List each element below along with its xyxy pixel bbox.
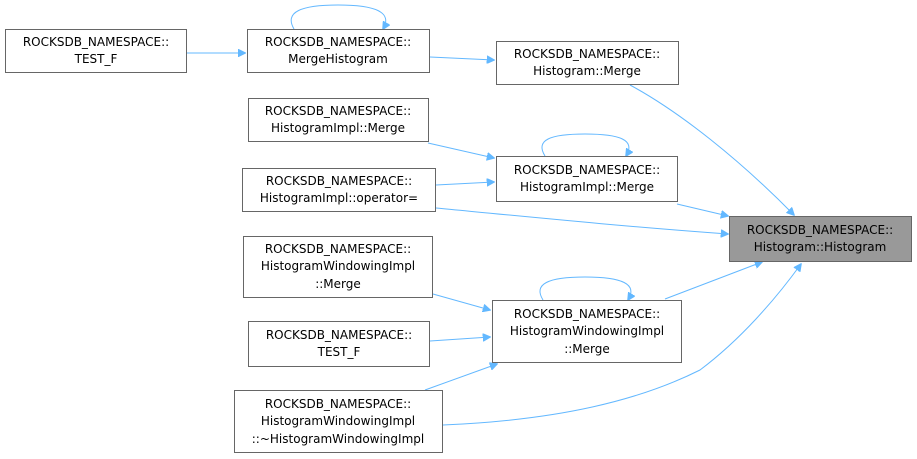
edge-testf2-to-histwinmerge — [429, 337, 490, 342]
edge-mergehistogram-to-histogrammerge — [429, 57, 494, 60]
svg-text:ROCKSDB_NAMESPACE::: ROCKSDB_NAMESPACE:: — [266, 328, 412, 342]
edge-histwindestructor-to-histwinmerge — [424, 364, 497, 391]
node-test-f-1[interactable]: ROCKSDB_NAMESPACE:: TEST_F — [5, 29, 187, 73]
edge-histwinmergeleft-to-histwinmerge — [432, 293, 490, 310]
edge-histimplmerge-to-target — [676, 203, 728, 216]
edge-mergehistogram-self — [290, 4, 386, 29]
edge-histimplmergeleft-to-histimplmerge — [427, 142, 494, 158]
node-histogramwindowingimpl-destructor[interactable]: ROCKSDB_NAMESPACE:: HistogramWindowingIm… — [234, 390, 443, 453]
edges — [186, 4, 801, 426]
node-histogramimpl-operator-eq[interactable]: ROCKSDB_NAMESPACE:: HistogramImpl::opera… — [242, 168, 436, 212]
edge-histogrammerge-to-target — [629, 84, 794, 215]
svg-text:Histogram::Histogram: Histogram::Histogram — [754, 240, 887, 254]
svg-text:MergeHistogram: MergeHistogram — [288, 52, 388, 66]
edge-histwinmerge-to-target — [664, 262, 762, 300]
edge-histimplmerge-self — [541, 133, 629, 156]
svg-text:HistogramImpl::Merge: HistogramImpl::Merge — [520, 180, 654, 194]
svg-text:ROCKSDB_NAMESPACE::: ROCKSDB_NAMESPACE:: — [514, 307, 660, 321]
node-test-f-2[interactable]: ROCKSDB_NAMESPACE:: TEST_F — [248, 321, 430, 367]
svg-text:HistogramWindowingImpl: HistogramWindowingImpl — [261, 259, 415, 273]
node-histogramimpl-merge-left[interactable]: ROCKSDB_NAMESPACE:: HistogramImpl::Merge — [248, 98, 429, 142]
svg-text:ROCKSDB_NAMESPACE::: ROCKSDB_NAMESPACE:: — [23, 35, 169, 49]
edge-histwinmerge-self — [539, 276, 631, 300]
node-histogram-histogram-target[interactable]: ROCKSDB_NAMESPACE:: Histogram::Histogram — [729, 216, 912, 262]
edge-histwindestructor-to-target — [442, 264, 801, 426]
svg-text:::Merge: ::Merge — [315, 277, 361, 291]
svg-text:TEST_F: TEST_F — [317, 345, 361, 359]
svg-text:HistogramImpl::Merge: HistogramImpl::Merge — [271, 121, 405, 135]
node-merge-histogram[interactable]: ROCKSDB_NAMESPACE:: MergeHistogram — [247, 29, 430, 73]
svg-text:TEST_F: TEST_F — [74, 52, 118, 66]
node-histogramwindowingimpl-merge[interactable]: ROCKSDB_NAMESPACE:: HistogramWindowingIm… — [492, 300, 682, 363]
node-histogram-merge[interactable]: ROCKSDB_NAMESPACE:: Histogram::Merge — [496, 41, 679, 85]
svg-text:Histogram::Merge: Histogram::Merge — [533, 64, 641, 78]
svg-text:HistogramImpl::operator=: HistogramImpl::operator= — [260, 191, 418, 205]
svg-text:ROCKSDB_NAMESPACE::: ROCKSDB_NAMESPACE:: — [514, 47, 660, 61]
svg-text:ROCKSDB_NAMESPACE::: ROCKSDB_NAMESPACE:: — [266, 174, 412, 188]
node-histogramimpl-merge[interactable]: ROCKSDB_NAMESPACE:: HistogramImpl::Merge — [496, 156, 678, 202]
edge-histimploperator-to-histimplmerge — [435, 182, 494, 185]
svg-text:HistogramWindowingImpl: HistogramWindowingImpl — [261, 414, 415, 428]
svg-text:HistogramWindowingImpl: HistogramWindowingImpl — [510, 324, 664, 338]
svg-text:ROCKSDB_NAMESPACE::: ROCKSDB_NAMESPACE:: — [747, 223, 893, 237]
svg-text:ROCKSDB_NAMESPACE::: ROCKSDB_NAMESPACE:: — [265, 397, 411, 411]
node-histogramwindowingimpl-merge-left[interactable]: ROCKSDB_NAMESPACE:: HistogramWindowingIm… — [243, 236, 433, 298]
svg-text:::Merge: ::Merge — [564, 342, 610, 356]
svg-text:ROCKSDB_NAMESPACE::: ROCKSDB_NAMESPACE:: — [265, 104, 411, 118]
svg-text:ROCKSDB_NAMESPACE::: ROCKSDB_NAMESPACE:: — [265, 35, 411, 49]
edge-histimploperator-to-target — [435, 207, 728, 234]
svg-text:ROCKSDB_NAMESPACE::: ROCKSDB_NAMESPACE:: — [265, 242, 411, 256]
svg-text:ROCKSDB_NAMESPACE::: ROCKSDB_NAMESPACE:: — [514, 163, 660, 177]
svg-text:::~HistogramWindowingImpl: ::~HistogramWindowingImpl — [252, 432, 424, 446]
